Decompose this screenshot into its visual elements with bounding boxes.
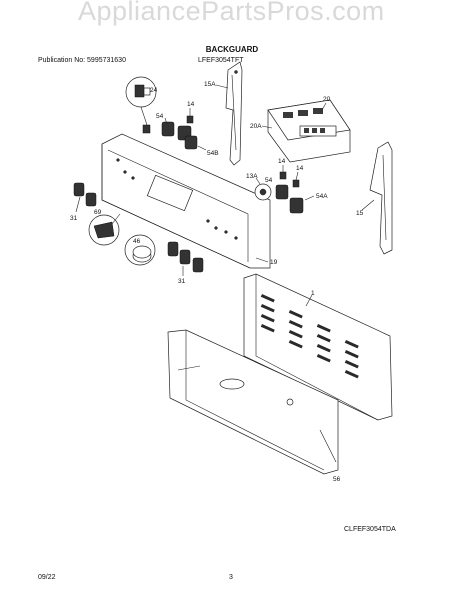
part-46-cap-circle: [124, 234, 156, 266]
callout-31-bottom: 31: [178, 278, 186, 285]
callout-54-top: 54: [156, 113, 164, 120]
callout-56: 56: [333, 476, 341, 483]
part-19-backguard-panel: [101, 133, 271, 269]
part-54-switch-group: [161, 117, 207, 151]
callout-19: 19: [270, 259, 278, 266]
callout-24: 24: [150, 87, 158, 94]
part-15-side-bracket: [361, 141, 393, 255]
part-13a-switch-group: [254, 165, 315, 214]
part-69-knob-circle: [88, 213, 121, 246]
part-1-rear-panel: [243, 273, 393, 421]
part-56-lower-bracket: [167, 329, 339, 475]
callout-54a: 54A: [316, 193, 328, 200]
callout-69: 69: [94, 209, 102, 216]
callout-1: 1: [311, 290, 315, 297]
footer-date: 09/22: [38, 574, 56, 581]
callout-54b: 54B: [207, 150, 219, 157]
callout-14-right-b: 14: [296, 165, 304, 172]
callout-13a: 13A: [246, 173, 258, 180]
watermark: AppliancePartsPros.com: [78, 0, 385, 26]
page-title: BACKGUARD: [205, 45, 259, 54]
callout-20a: 20A: [250, 123, 262, 130]
diagram-code: CLFEF3054TDA: [344, 526, 396, 533]
callout-31-left: 31: [70, 215, 78, 222]
part-31-knobs-bottom: [167, 241, 204, 276]
part-15a-bracket: [215, 61, 243, 166]
callout-15: 15: [356, 210, 364, 217]
footer-page-number: 3: [229, 574, 233, 581]
part-20-control-board: [261, 99, 351, 163]
publication-number: Publication No: 5995731630: [38, 57, 126, 64]
part-24-switch-circle: [125, 76, 157, 134]
callout-46: 46: [133, 238, 141, 245]
callout-20: 20: [323, 96, 331, 103]
callout-14-right-a: 14: [278, 158, 286, 165]
callout-14-top: 14: [187, 101, 195, 108]
model-number: LFEF3054TFT: [198, 57, 244, 64]
callout-15a: 15A: [204, 81, 216, 88]
callout-54-right: 54: [265, 177, 273, 184]
part-31-knobs-left: [73, 182, 97, 213]
part-14-screw-top: [186, 108, 194, 124]
